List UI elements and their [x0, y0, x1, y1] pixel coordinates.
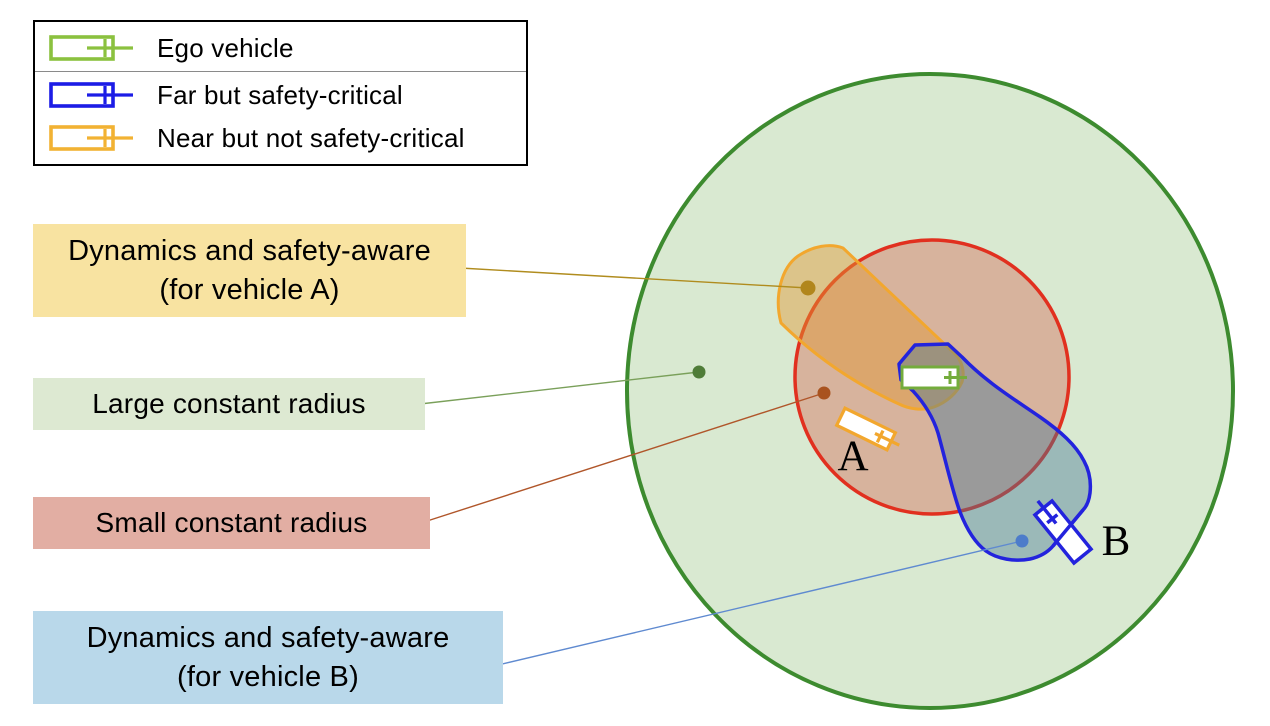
- ego-vehicle: [900, 365, 967, 390]
- callout-small-label: Small constant radius: [95, 506, 368, 538]
- callout-line-small-radius: [423, 392, 825, 523]
- ego-vehicle-swatch-icon: [49, 35, 133, 61]
- callout-b-line2: (for vehicle B): [177, 660, 359, 693]
- legend-label-far: Far but safety-critical: [157, 79, 403, 110]
- callout-large-constant-radius: Large constant radius: [33, 378, 425, 430]
- legend-box: Ego vehicle Far but safety-critical Near…: [33, 20, 528, 166]
- callout-dynamics-vehicle-b: Dynamics and safety-aware (for vehicle B…: [33, 611, 503, 704]
- vehicle-a: [834, 406, 900, 452]
- callout-dot-vehicle-b: [1015, 534, 1029, 548]
- callout-line-vehicle-b: [497, 540, 1023, 666]
- callout-dot-large-radius: [692, 365, 706, 379]
- callout-dot-vehicle-a: [800, 280, 816, 296]
- far-vehicle-swatch-icon: [49, 82, 133, 108]
- callout-a-line1: Dynamics and safety-aware: [68, 235, 431, 268]
- callout-b-line1: Dynamics and safety-aware: [86, 622, 450, 655]
- callout-dynamics-vehicle-a: Dynamics and safety-aware (for vehicle A…: [33, 224, 466, 317]
- callout-dot-small-radius: [817, 386, 831, 400]
- legend-row-far: Far but safety-critical: [35, 74, 526, 116]
- near-vehicle-swatch-icon: [49, 125, 133, 151]
- callout-line-large-radius: [419, 371, 700, 405]
- reachable-set-b-edge-over-vehicle: [1051, 508, 1085, 548]
- legend-row-near: Near but not safety-critical: [35, 117, 526, 159]
- callout-line-vehicle-a: [459, 267, 809, 289]
- callout-large-label: Large constant radius: [92, 387, 366, 419]
- vehicle-a-letter: A: [837, 433, 868, 480]
- legend-row-ego: Ego vehicle: [35, 27, 526, 69]
- callout-a-line2: (for vehicle A): [159, 273, 340, 306]
- vehicle-b-letter: B: [1102, 518, 1131, 565]
- legend-label-near: Near but not safety-critical: [157, 122, 465, 153]
- legend-divider: [35, 71, 526, 72]
- callout-small-constant-radius: Small constant radius: [33, 497, 430, 549]
- legend-label-ego: Ego vehicle: [157, 32, 294, 63]
